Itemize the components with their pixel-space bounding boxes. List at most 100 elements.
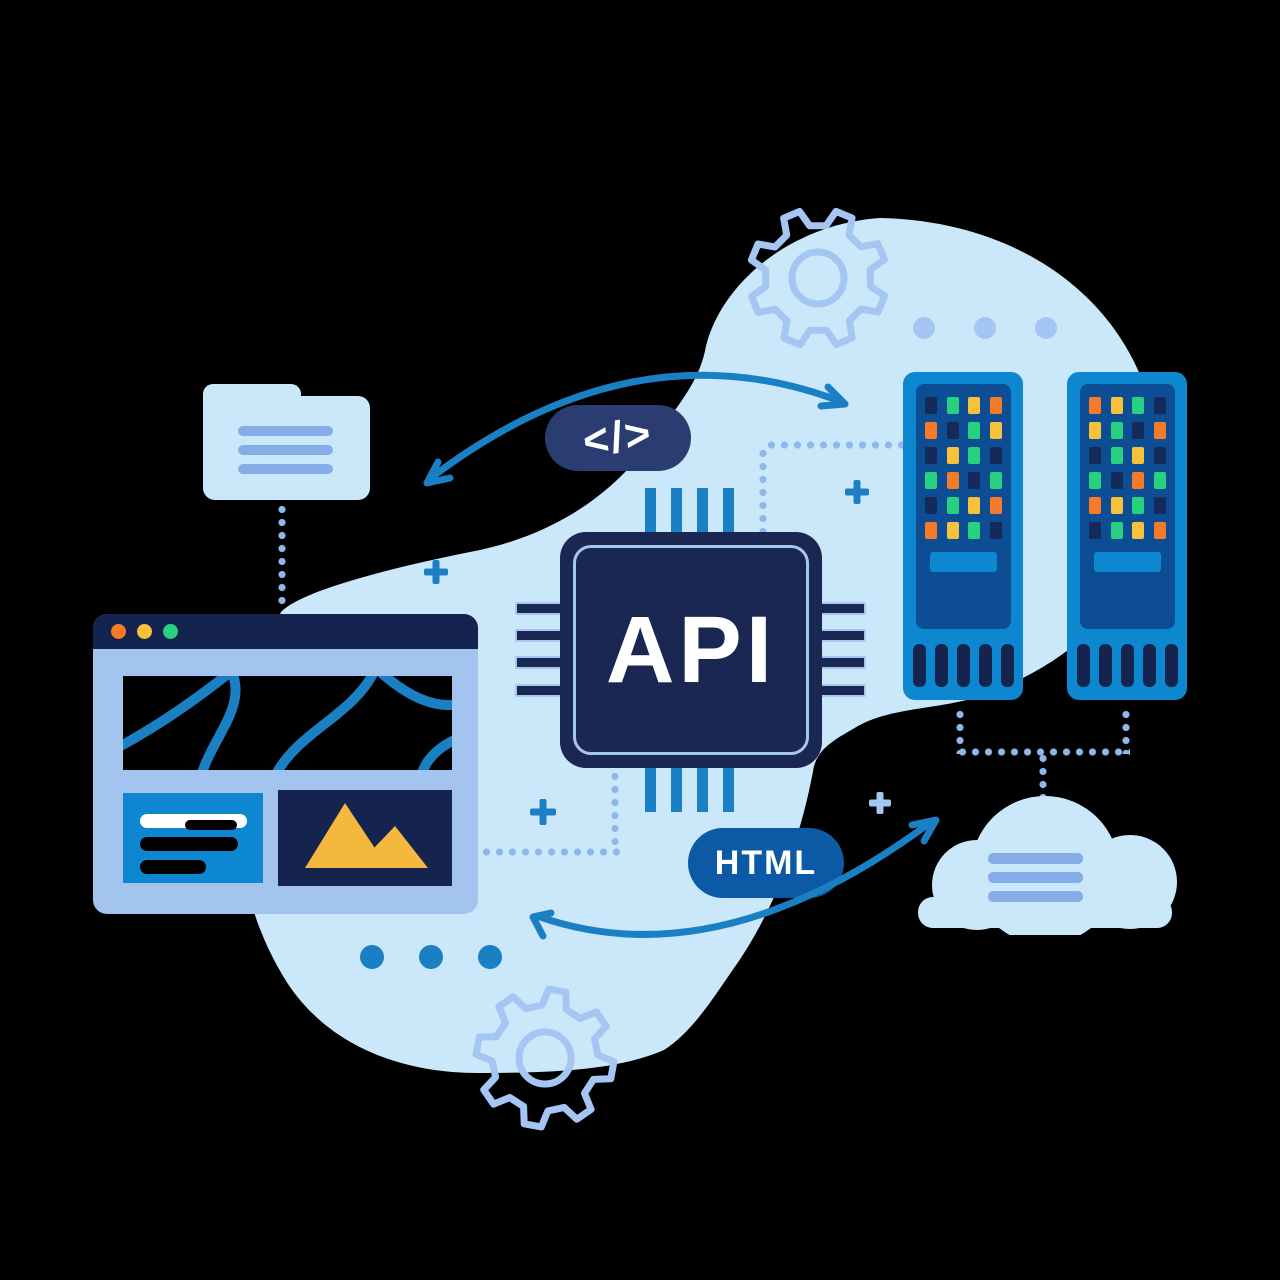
chip-pin [515, 656, 563, 669]
folder-text-line [238, 464, 333, 474]
led [1110, 472, 1123, 489]
led [925, 447, 937, 464]
led [989, 472, 1002, 489]
plus-mark [869, 792, 891, 814]
dotted-line-server1-down [956, 708, 964, 754]
led [1089, 447, 1101, 464]
led [946, 522, 959, 539]
traffic-light-dot [163, 624, 178, 639]
led [1132, 422, 1144, 439]
browser-text-card [123, 793, 263, 883]
led [1110, 497, 1123, 514]
server-vent [913, 644, 926, 687]
decorative-dot [478, 945, 502, 969]
server-vent [979, 644, 992, 687]
led [968, 497, 980, 514]
led [1153, 397, 1166, 414]
dotted-line-server2-down [1122, 708, 1130, 754]
chip-pin [515, 602, 563, 615]
server-vent [1121, 644, 1134, 687]
code-badge-label: </> [580, 408, 656, 467]
plus-mark [424, 560, 448, 584]
html-badge-label: HTML [714, 843, 818, 882]
led [1153, 497, 1166, 514]
gear-icon [472, 985, 618, 1131]
browser-titlebar [93, 614, 478, 649]
server-vent [1099, 644, 1112, 687]
chip-pin [645, 488, 656, 536]
server-tower-2 [1067, 372, 1187, 700]
chip-pin [818, 629, 866, 642]
browser-image-card [278, 790, 452, 886]
api-chip: API [560, 532, 822, 768]
chip-pin [723, 764, 734, 812]
server-vent [935, 644, 948, 687]
dotted-line-chip-browser-v [611, 770, 619, 852]
led [1132, 522, 1144, 539]
led [989, 497, 1002, 514]
traffic-light-dot [137, 624, 152, 639]
led [1089, 397, 1101, 414]
led [1153, 522, 1166, 539]
code-badge: </> [545, 405, 691, 471]
led [1110, 447, 1123, 464]
decorative-dot [913, 317, 935, 339]
led [1110, 522, 1123, 539]
led [946, 397, 959, 414]
api-chip-label: API [605, 596, 777, 703]
led [925, 522, 937, 539]
led [989, 397, 1002, 414]
browser-window [93, 614, 478, 914]
led [968, 472, 980, 489]
server-panel [916, 384, 1011, 629]
folder-body [203, 396, 370, 500]
led [1110, 397, 1123, 414]
server-vent [1001, 644, 1014, 687]
gear-icon [747, 207, 889, 349]
led [1153, 447, 1166, 464]
html-badge: HTML [688, 828, 844, 898]
text-line [140, 837, 238, 851]
dotted-line-folder-browser [278, 503, 286, 605]
led [1153, 472, 1166, 489]
led [1089, 522, 1101, 539]
chip-pin [671, 488, 682, 536]
led [946, 422, 959, 439]
traffic-lights [111, 624, 178, 639]
server-vent [1143, 644, 1156, 687]
chip-pin [515, 684, 563, 697]
server-vent [1165, 644, 1178, 687]
dotted-line-chip-browser-h [480, 848, 620, 856]
decorative-dot [360, 945, 384, 969]
led [1132, 497, 1144, 514]
folder-text-line [238, 445, 333, 455]
led [925, 472, 937, 489]
dotted-line-chip-server-v [759, 447, 767, 539]
chip-pin [645, 764, 656, 812]
led [946, 497, 959, 514]
folder-text-line [238, 426, 333, 436]
dotted-line-chip-server-h [765, 441, 907, 449]
text-line-notch [185, 820, 237, 830]
led [989, 422, 1002, 439]
decorative-dot [419, 945, 443, 969]
browser-hero-graphic [123, 676, 452, 770]
led [925, 497, 937, 514]
led [989, 522, 1002, 539]
chip-pin [818, 656, 866, 669]
text-line [140, 860, 206, 874]
led [1132, 397, 1144, 414]
led [968, 422, 980, 439]
led [968, 447, 980, 464]
dotted-line-cloud-up [1039, 752, 1047, 812]
server-vent [1077, 644, 1090, 687]
chip-pin [697, 764, 708, 812]
plus-mark [845, 480, 869, 504]
led [925, 397, 937, 414]
chip-pin [515, 629, 563, 642]
led [1089, 472, 1101, 489]
decorative-dot [1035, 317, 1057, 339]
chip-pin [818, 684, 866, 697]
server-slot [930, 552, 997, 572]
led [925, 422, 937, 439]
